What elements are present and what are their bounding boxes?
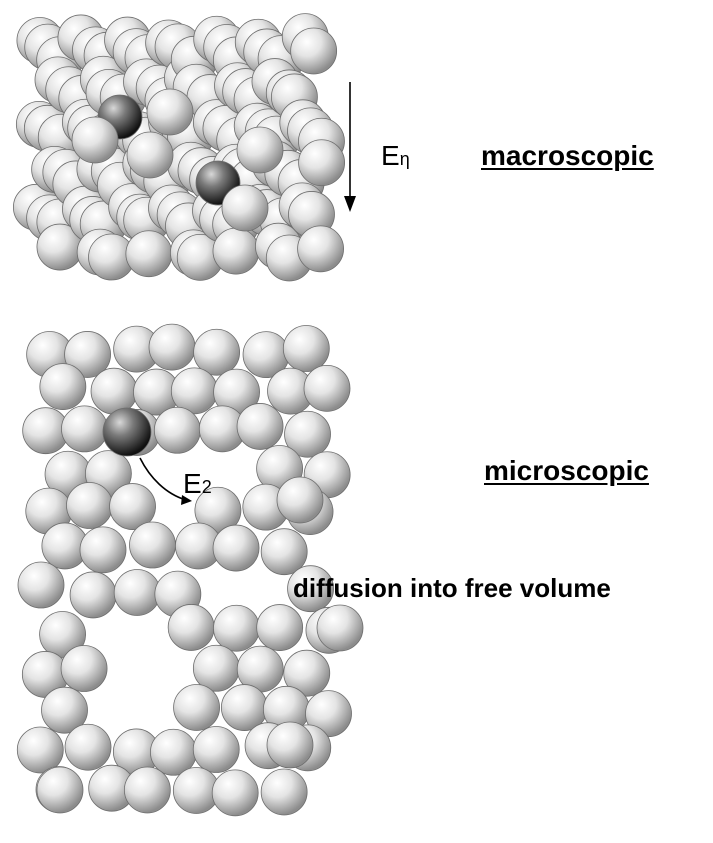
sphere xyxy=(213,604,260,652)
sphere xyxy=(316,604,364,652)
sphere xyxy=(212,524,260,572)
sphere xyxy=(290,27,338,75)
sphere xyxy=(221,184,269,232)
diffusion-jump-arrowhead xyxy=(181,495,192,505)
sphere xyxy=(298,139,346,187)
sphere xyxy=(17,561,65,609)
sphere xyxy=(16,726,64,774)
sphere xyxy=(212,227,260,275)
sphere xyxy=(153,406,201,454)
diffusing-probe-sphere xyxy=(102,407,152,457)
sphere xyxy=(236,126,284,174)
sphere xyxy=(192,726,240,773)
sphere xyxy=(41,686,88,734)
sphere xyxy=(260,528,308,576)
sphere xyxy=(283,649,331,697)
sphere xyxy=(71,116,119,164)
diffusion-caption: diffusion into free volume xyxy=(293,573,611,603)
sphere xyxy=(148,323,196,371)
sphere xyxy=(129,521,176,569)
sphere xyxy=(69,571,117,619)
sphere xyxy=(303,364,351,412)
sphere xyxy=(36,766,84,814)
diffusion-jump-arrow xyxy=(139,457,187,501)
sphere xyxy=(256,604,304,651)
sphere xyxy=(60,645,108,692)
sphere xyxy=(64,331,111,378)
sphere xyxy=(66,482,113,529)
sphere xyxy=(79,526,127,574)
sphere xyxy=(123,766,171,814)
sphere xyxy=(126,131,174,179)
sphere xyxy=(276,476,324,524)
sphere xyxy=(109,483,156,530)
energy-flow-arrowhead xyxy=(344,196,356,212)
sphere xyxy=(266,721,314,769)
sphere xyxy=(39,363,87,410)
sphere xyxy=(125,230,173,278)
sphere xyxy=(211,769,259,817)
microscopic-heading: microscopic xyxy=(484,455,649,486)
sphere xyxy=(282,325,330,372)
macroscopic-sphere-cluster xyxy=(12,13,346,282)
sphere xyxy=(260,768,308,816)
microscopic-sphere-cluster xyxy=(16,323,364,817)
sphere xyxy=(113,569,161,616)
sphere xyxy=(146,88,194,136)
macroscopic-energy-label: Eη xyxy=(381,140,410,171)
sphere xyxy=(173,684,220,731)
sphere xyxy=(287,565,334,613)
sphere xyxy=(90,367,138,415)
sphere xyxy=(39,611,86,658)
sphere xyxy=(64,723,112,771)
sphere xyxy=(297,225,344,273)
sphere xyxy=(236,403,284,450)
sphere xyxy=(284,410,331,458)
sphere xyxy=(167,604,215,651)
sphere xyxy=(305,690,352,738)
macroscopic-heading: macroscopic xyxy=(481,140,654,171)
sphere xyxy=(192,644,240,692)
microscopic-energy-label: E2 xyxy=(183,468,212,499)
sphere xyxy=(193,328,241,376)
sphere xyxy=(61,405,108,453)
